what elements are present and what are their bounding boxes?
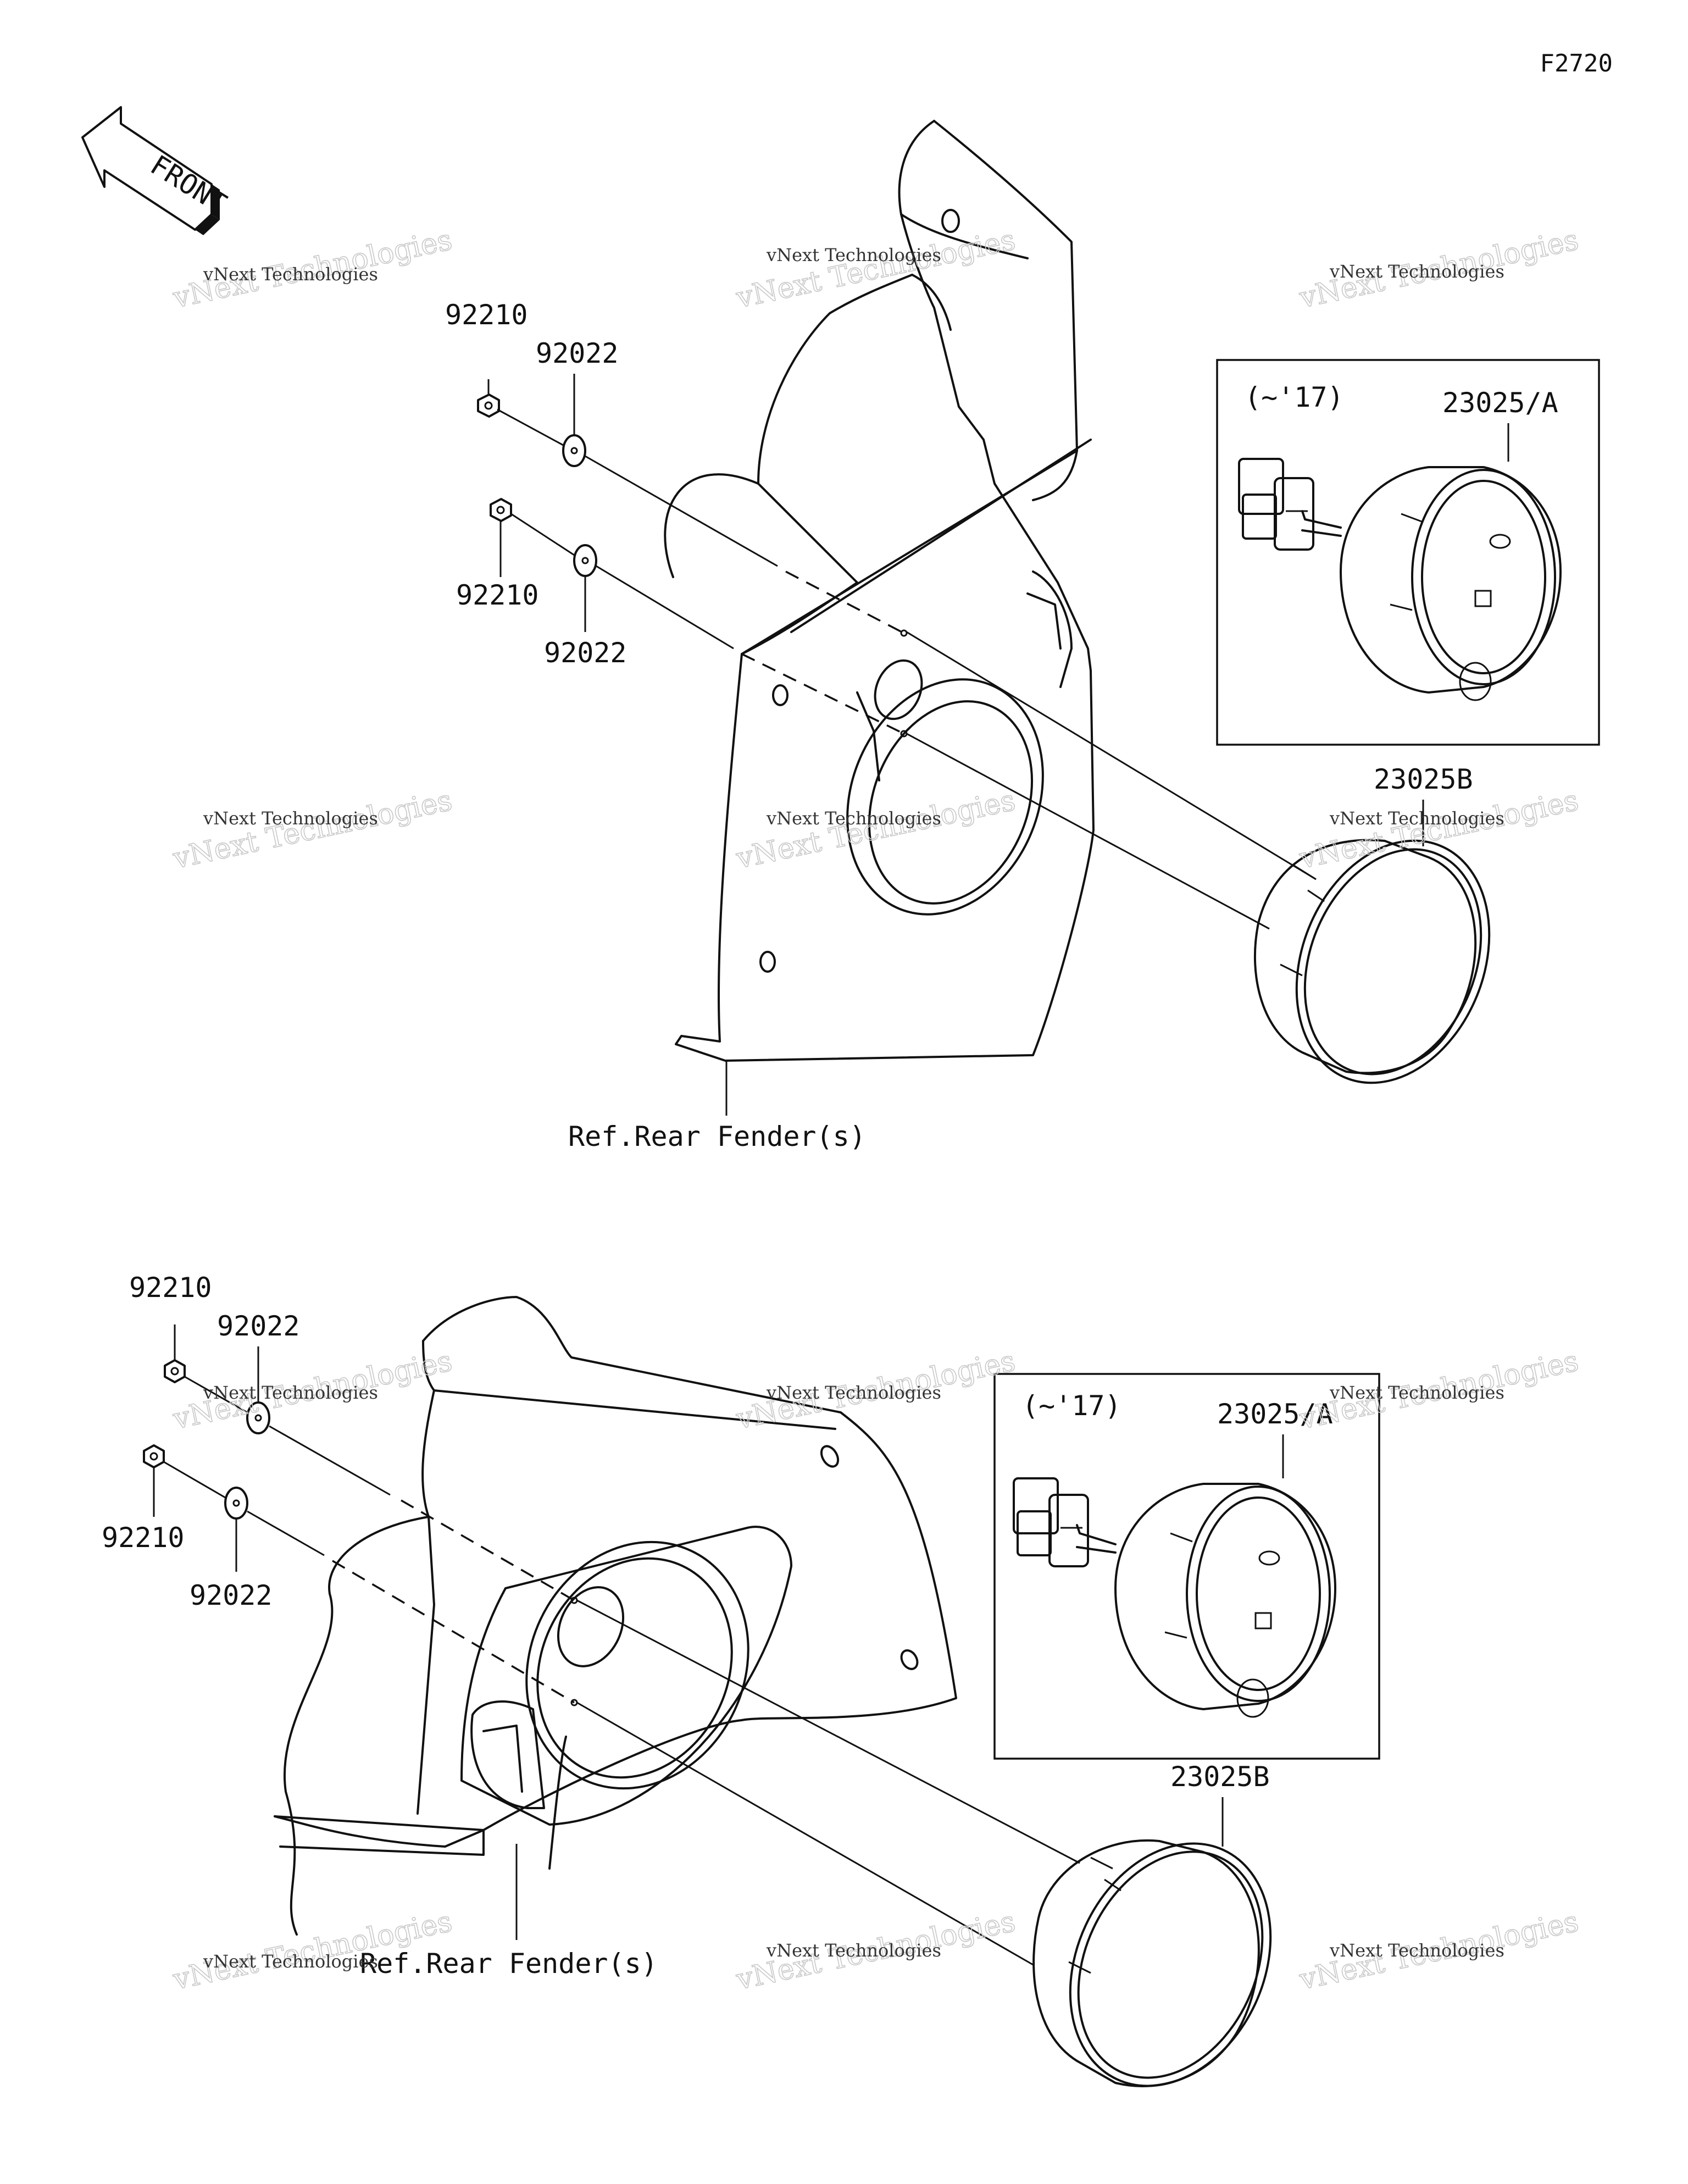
diagram-code: F2720 — [1540, 49, 1613, 77]
bottom-nut-upper — [164, 1359, 186, 1383]
bottom-washer-lower — [224, 1487, 248, 1520]
watermark: vNext Technologies vNext Technologies — [169, 223, 455, 315]
front-arrow-icon: FRONT — [81, 106, 232, 235]
watermark: vNext Technologies vNext Technologies — [1296, 1905, 1581, 1997]
watermark: vNext Technologies vNext Technologies — [732, 1344, 1018, 1437]
bottom-nut-upper-label: 92210 — [129, 1272, 212, 1304]
bottom-inset-box — [993, 1373, 1380, 1760]
top-nut-lower — [490, 498, 512, 522]
top-inset-connector — [1238, 458, 1342, 551]
top-inset-part-label: 23025/A — [1442, 387, 1558, 419]
top-washer-upper — [562, 434, 586, 467]
bottom-washer-upper — [246, 1401, 270, 1434]
svg-text:vNext Technologies: vNext Technologies — [1329, 808, 1504, 829]
top-nut-upper-label: 92210 — [445, 299, 528, 331]
top-nut-upper — [477, 393, 500, 418]
svg-text:vNext Technologies: vNext Technologies — [766, 808, 941, 829]
bottom-inset-lamp — [1114, 1483, 1336, 1718]
top-washer-upper-label: 92022 — [536, 337, 619, 369]
watermark: vNext Technologies vNext Technologies — [169, 784, 455, 876]
bottom-lamp-label: 23025B — [1170, 1761, 1270, 1793]
bottom-inset-part-label: 23025/A — [1217, 1398, 1333, 1430]
bottom-ref-rear-fender-label: Ref.Rear Fender(s) — [360, 1948, 658, 1980]
svg-text:vNext Technologies: vNext Technologies — [1329, 1382, 1504, 1403]
bottom-inset-year-note: (~'17) — [1022, 1390, 1121, 1422]
svg-text:vNext Technologies: vNext Technologies — [203, 808, 378, 829]
watermark: vNext Technologies vNext Technologies — [1296, 223, 1581, 315]
svg-text:vNext Technologies: vNext Technologies — [170, 784, 455, 875]
bottom-lamp-23025B — [1032, 1839, 1272, 2087]
bottom-assembly: Ref.Rear Fender(s) 92210 92022 92210 920… — [102, 1272, 1380, 2087]
top-lamp-23025B — [1254, 839, 1491, 1084]
bottom-inset-connector — [1013, 1477, 1117, 1567]
bottom-washer-lower-label: 92022 — [190, 1579, 273, 1611]
svg-text:vNext Technologies: vNext Technologies — [766, 1382, 941, 1403]
top-inset-box — [1216, 359, 1600, 746]
svg-text:vNext Technologies: vNext Technologies — [1329, 261, 1504, 282]
bottom-nut-lower — [143, 1444, 165, 1468]
top-inset-lamp — [1340, 466, 1562, 701]
svg-text:vNext Technologies: vNext Technologies — [766, 245, 941, 265]
svg-text:vNext Technologies: vNext Technologies — [203, 264, 378, 285]
top-washer-lower — [573, 544, 597, 577]
bottom-nut-lower-label: 92210 — [102, 1522, 185, 1554]
svg-text:vNext Technologies: vNext Technologies — [203, 1382, 378, 1403]
watermarks: vNext Technologies vNext Technologies vN… — [169, 223, 1581, 1997]
watermark: vNext Technologies vNext Technologies — [169, 1344, 455, 1437]
svg-text:vNext Technologies: vNext Technologies — [203, 1951, 378, 1972]
top-inset-year-note: (~'17) — [1245, 381, 1344, 413]
svg-text:vNext Technologies: vNext Technologies — [733, 224, 1018, 315]
top-lamp-label: 23025B — [1374, 763, 1473, 795]
top-washer-lower-label: 92022 — [544, 637, 627, 669]
svg-text:vNext Technologies: vNext Technologies — [766, 1940, 941, 1961]
top-nut-lower-label: 92210 — [456, 579, 539, 611]
bottom-washer-upper-label: 92022 — [217, 1310, 300, 1342]
watermark: vNext Technologies vNext Technologies — [732, 223, 1018, 315]
top-ref-rear-fender-label: Ref.Rear Fender(s) — [568, 1121, 866, 1152]
svg-text:vNext Technologies: vNext Technologies — [1329, 1940, 1504, 1961]
watermark: vNext Technologies vNext Technologies — [732, 1905, 1018, 1997]
top-assembly: Ref.Rear Fender(s) 92210 92022 92210 920… — [445, 120, 1600, 1152]
front-label: FRONT — [145, 149, 232, 220]
watermark: vNext Technologies vNext Technologies — [1296, 1344, 1581, 1437]
